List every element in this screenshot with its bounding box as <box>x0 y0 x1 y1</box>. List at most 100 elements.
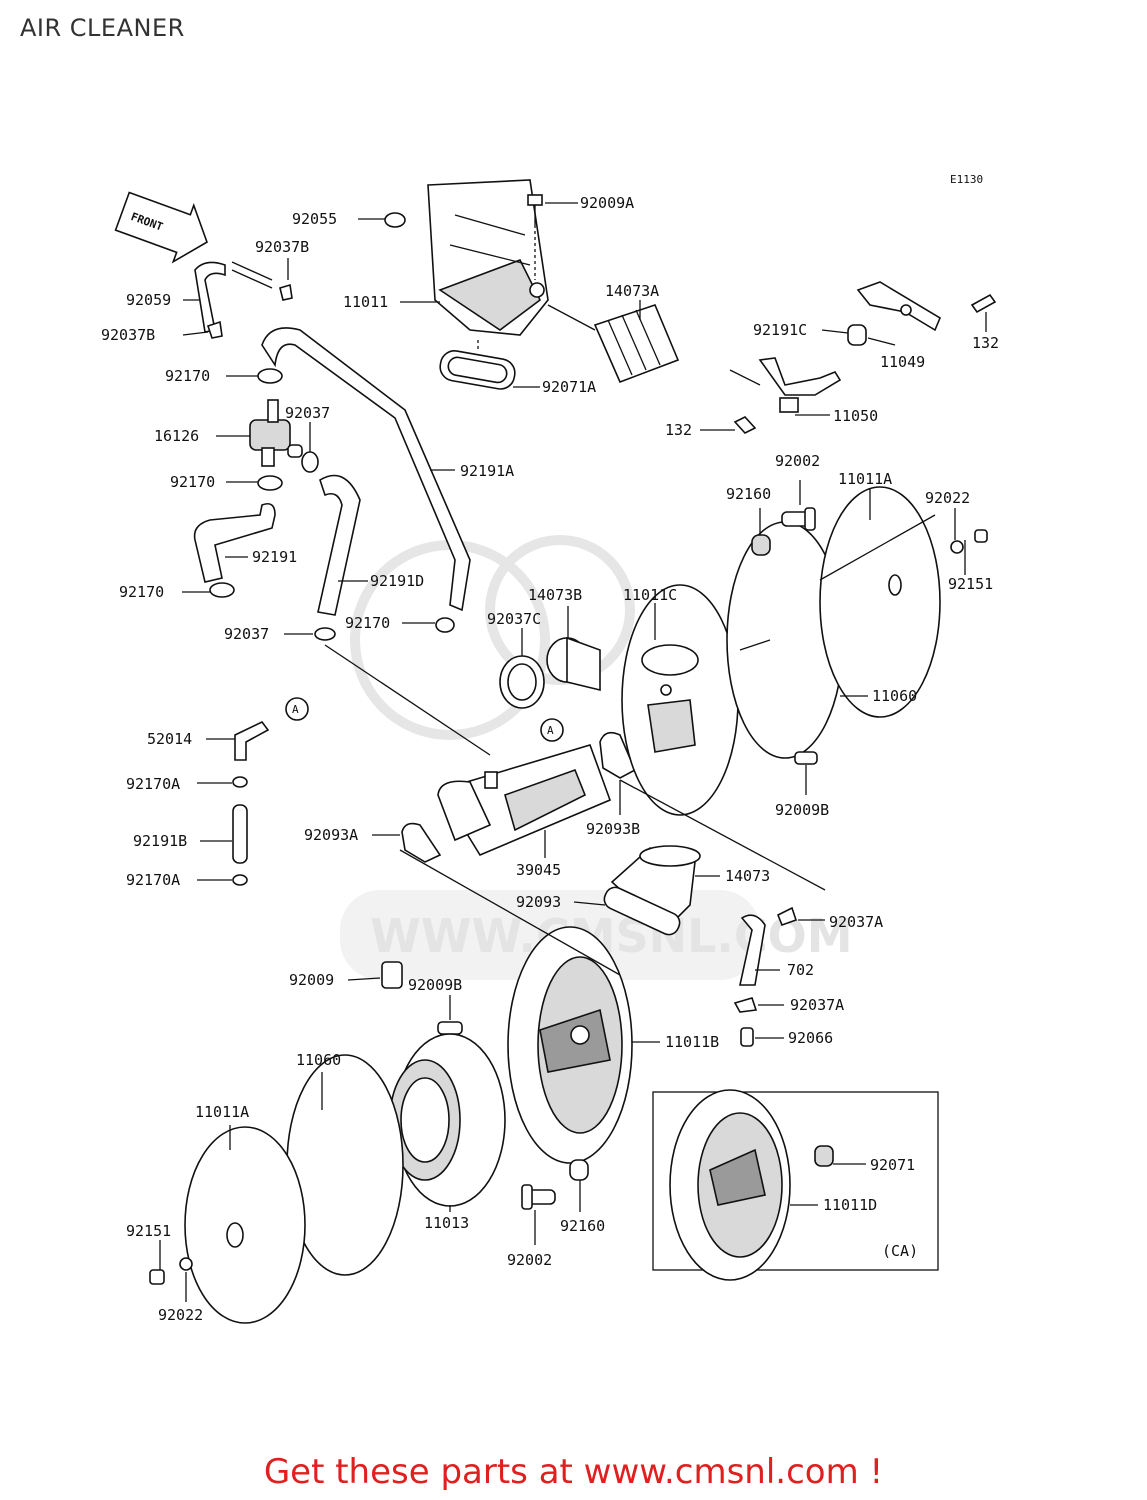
label-92002-top[interactable]: 92002 <box>775 452 820 470</box>
fitting-52014 <box>234 720 270 761</box>
label-14073A[interactable]: 14073A <box>605 282 659 300</box>
label-92071[interactable]: 92071 <box>870 1156 915 1174</box>
bracket-11049 <box>856 281 997 332</box>
label-92022-top[interactable]: 92022 <box>925 489 970 507</box>
label-92059[interactable]: 92059 <box>126 291 171 309</box>
label-702[interactable]: 702 <box>787 961 814 979</box>
ref-marker-text: A <box>547 724 554 737</box>
clamp-92170A-b <box>232 874 248 886</box>
label-92071A[interactable]: 92071A <box>542 378 596 396</box>
label-92160-top[interactable]: 92160 <box>726 485 771 503</box>
bracket-11050 <box>733 357 842 434</box>
label-14073[interactable]: 14073 <box>725 867 770 885</box>
bolt-92009A <box>527 194 543 280</box>
label-92037B-top[interactable]: 92037B <box>255 238 309 256</box>
hose-92191D <box>317 474 361 616</box>
label-92009[interactable]: 92009 <box>289 971 334 989</box>
label-92037-b[interactable]: 92037 <box>224 625 269 643</box>
label-11013[interactable]: 11013 <box>424 1214 469 1232</box>
label-92191A[interactable]: 92191A <box>460 462 514 480</box>
label-92170A-b[interactable]: 92170A <box>126 871 180 889</box>
label-11050[interactable]: 11050 <box>833 407 878 425</box>
hose-92191A <box>261 327 471 612</box>
label-92093[interactable]: 92093 <box>516 893 561 911</box>
bolt-92002-bottom <box>521 1184 556 1210</box>
label-52014[interactable]: 52014 <box>147 730 192 748</box>
label-16126[interactable]: 16126 <box>154 427 199 445</box>
gasket-92093 <box>603 886 681 936</box>
label-11011C[interactable]: 11011C <box>623 586 677 604</box>
clamp-92037-a <box>301 451 319 473</box>
bolt-92009B-right <box>794 751 818 765</box>
label-11011A-top[interactable]: 11011A <box>838 470 892 488</box>
label-92009B-right[interactable]: 92009B <box>775 801 829 819</box>
label-92160-bottom[interactable]: 92160 <box>560 1217 605 1235</box>
label-92170-b[interactable]: 92170 <box>170 473 215 491</box>
label-92037C[interactable]: 92037C <box>487 610 541 628</box>
part-labels: 92055 92009A 92037B 92059 11011 14073A 9… <box>101 194 999 1324</box>
label-11011D[interactable]: 11011D <box>823 1196 877 1214</box>
label-92002-bottom[interactable]: 92002 <box>507 1251 552 1269</box>
boot-14073B <box>546 636 601 692</box>
label-92191B[interactable]: 92191B <box>133 832 187 850</box>
label-92009A[interactable]: 92009A <box>580 194 634 212</box>
gasket-92093B <box>599 731 637 779</box>
label-11011[interactable]: 11011 <box>343 293 388 311</box>
washer-92022-top <box>950 540 964 554</box>
front-arrow-icon: FRONT <box>114 191 208 264</box>
filter-element-11013 <box>389 1033 506 1207</box>
cover-11011A-bottom <box>184 1126 306 1324</box>
clamp-92037A-a <box>776 906 798 927</box>
watermark-text: WWW.CMSNL.COM <box>370 909 853 963</box>
label-92170-a[interactable]: 92170 <box>165 367 210 385</box>
hose-702 <box>739 914 766 986</box>
clamp-92170-d <box>435 617 455 633</box>
clamp-92170-a <box>257 368 283 384</box>
label-11060-left[interactable]: 11060 <box>296 1051 341 1069</box>
label-92170-c[interactable]: 92170 <box>119 583 164 601</box>
label-11049[interactable]: 11049 <box>880 353 925 371</box>
collar-92160-top <box>751 534 771 556</box>
label-14073B[interactable]: 14073B <box>528 586 582 604</box>
label-92055[interactable]: 92055 <box>292 210 337 228</box>
label-11060-right[interactable]: 11060 <box>872 687 917 705</box>
label-92037B-left[interactable]: 92037B <box>101 326 155 344</box>
label-92191[interactable]: 92191 <box>252 548 297 566</box>
collar-92160-bottom <box>569 1159 589 1181</box>
label-92093A[interactable]: 92093A <box>304 826 358 844</box>
gasket-92071A <box>439 340 516 390</box>
label-92009B-mid[interactable]: 92009B <box>408 976 462 994</box>
ref-marker-a-left: A <box>285 697 309 721</box>
bolt-92002-top <box>781 507 816 531</box>
bolt-92009 <box>381 961 403 989</box>
label-92022-bottom[interactable]: 92022 <box>158 1306 203 1324</box>
label-92037A-b[interactable]: 92037A <box>790 996 844 1014</box>
label-92191D[interactable]: 92191D <box>370 572 424 590</box>
label-92170A-a[interactable]: 92170A <box>126 775 180 793</box>
duct-39045 <box>437 744 612 857</box>
page-title: AIR CLEANER <box>20 14 185 42</box>
label-92037-a[interactable]: 92037 <box>285 404 330 422</box>
footer-link[interactable]: Get these parts at www.cmsnl.com ! <box>263 1452 884 1492</box>
clamp-92170-c <box>209 582 235 598</box>
hose-92059 <box>194 261 226 333</box>
bolt-92151-bottom <box>149 1269 165 1285</box>
label-92170-d[interactable]: 92170 <box>345 614 390 632</box>
label-92151-top[interactable]: 92151 <box>948 575 993 593</box>
label-132-left[interactable]: 132 <box>665 421 692 439</box>
label-39045[interactable]: 39045 <box>516 861 561 879</box>
label-11011A-bottom[interactable]: 11011A <box>195 1103 249 1121</box>
label-92093B[interactable]: 92093B <box>586 820 640 838</box>
label-11011B[interactable]: 11011B <box>665 1033 719 1051</box>
gasket-92093A <box>401 822 442 863</box>
label-92191C[interactable]: 92191C <box>753 321 807 339</box>
plug-92066 <box>740 1027 754 1047</box>
label-92037A-a[interactable]: 92037A <box>829 913 883 931</box>
clamp-92170-b <box>257 475 283 491</box>
label-92151-bottom[interactable]: 92151 <box>126 1222 171 1240</box>
label-132-top[interactable]: 132 <box>972 334 999 352</box>
hose-fitting-92037B <box>206 261 293 339</box>
hose-92191 <box>193 502 276 583</box>
label-92066[interactable]: 92066 <box>788 1029 833 1047</box>
